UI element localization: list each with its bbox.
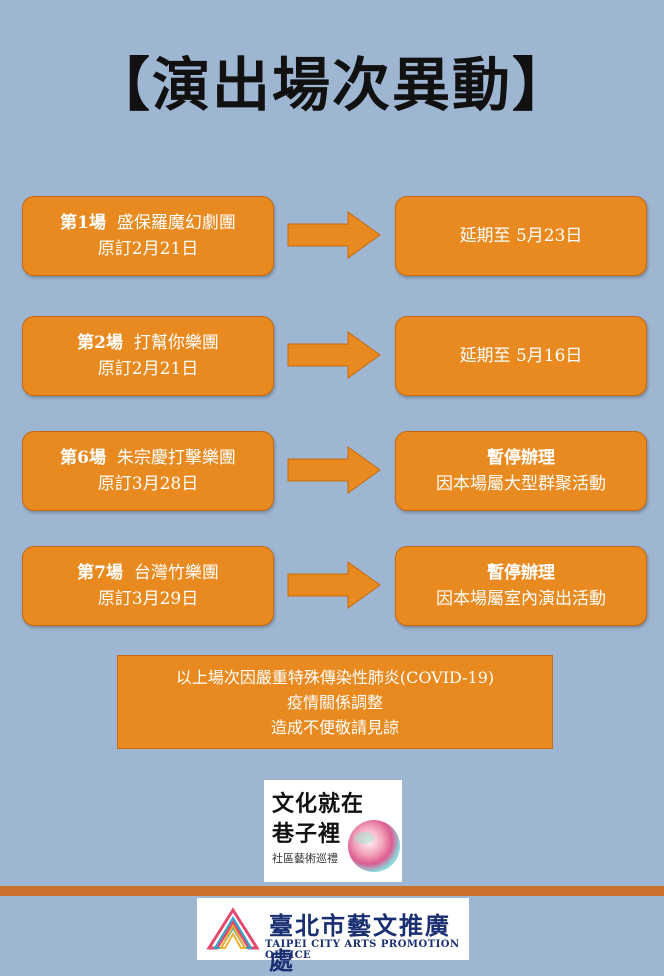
notice-box: 以上場次因嚴重特殊傳染性肺炎(COVID-19) 疫情關係調整 造成不便敬請見諒: [117, 655, 553, 749]
original-date: 原訂2月21日: [97, 359, 199, 379]
status-reason: 因本場屬大型群聚活動: [436, 474, 606, 494]
arrow-right-icon: [287, 446, 381, 494]
session-number: 第1場: [60, 213, 107, 233]
status-box-1: 延期至 5月23日: [395, 196, 647, 276]
logo-line-2: 巷子裡: [272, 822, 342, 847]
arrow-right-icon: [287, 211, 381, 259]
office-logo: 臺北市藝文推廣處 TAIPEI CITY ARTS PROMOTION OFFI…: [197, 898, 469, 975]
status-box-4: 暫停辦理 因本場屬室內演出活動: [395, 546, 647, 626]
logo-subtitle: 社區藝術巡禮: [272, 852, 338, 865]
session-box-1: 第1場 盛保羅魔幻劇團 原訂2月21日: [22, 196, 274, 276]
session-number: 第2場: [77, 333, 124, 353]
program-logo: 文化就在 巷子裡 社區藝術巡禮: [264, 780, 402, 882]
notice-line: 造成不便敬請見諒: [270, 717, 399, 737]
page-title: 【演出場次異動】: [91, 51, 572, 119]
arrow-right-icon: [287, 561, 381, 609]
group-name: 台灣竹樂團: [133, 563, 219, 583]
status-reason: 因本場屬室內演出活動: [436, 589, 606, 609]
status-box-3: 暫停辦理 因本場屬大型群聚活動: [395, 431, 647, 511]
office-name: 臺北市藝文推廣處: [269, 911, 451, 975]
status-text: 延期至 5月23日: [459, 226, 583, 246]
original-date: 原訂3月29日: [97, 589, 199, 609]
office-emblem-icon: [206, 907, 260, 950]
logo-line-1: 文化就在: [272, 792, 365, 817]
session-number: 第7場: [77, 563, 124, 583]
original-date: 原訂2月21日: [97, 239, 199, 259]
notice-line: 以上場次因嚴重特殊傳染性肺炎(COVID-19): [175, 667, 495, 687]
footer-divider: [0, 886, 664, 896]
session-number: 第6場: [60, 448, 107, 468]
session-box-2: 第2場 打幫你樂團 原訂2月21日: [22, 316, 274, 396]
office-name-english: TAIPEI CITY ARTS PROMOTION OFFICE: [265, 939, 460, 961]
status-text: 延期至 5月16日: [459, 346, 583, 366]
status-text: 暫停辦理: [487, 563, 555, 583]
arrow-right-icon: [287, 331, 381, 379]
session-box-4: 第7場 台灣竹樂團 原訂3月29日: [22, 546, 274, 626]
group-name: 盛保羅魔幻劇團: [116, 213, 236, 233]
status-box-2: 延期至 5月16日: [395, 316, 647, 396]
color-sphere-icon: [348, 820, 400, 872]
group-name: 打幫你樂團: [133, 333, 219, 353]
notice-line: 疫情關係調整: [286, 692, 383, 712]
status-text: 暫停辦理: [487, 448, 555, 468]
original-date: 原訂3月28日: [97, 474, 199, 494]
session-box-3: 第6場 朱宗慶打擊樂團 原訂3月28日: [22, 431, 274, 511]
group-name: 朱宗慶打擊樂團: [116, 448, 236, 468]
